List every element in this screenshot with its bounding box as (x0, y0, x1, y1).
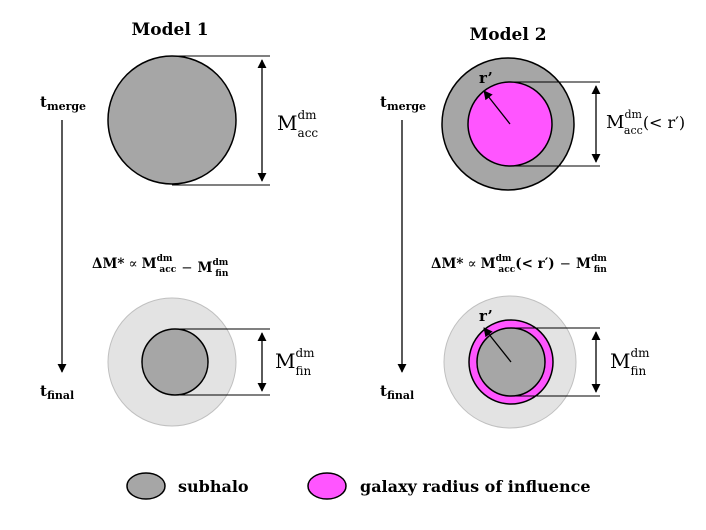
model2-title: Model 2 (469, 25, 546, 45)
legend-subhalo-label: subhalo (178, 477, 249, 496)
model2-radius-arrow-top (483, 90, 511, 125)
model2-radius-label-bottom: r’ (479, 307, 493, 325)
legend: subhalo galaxy radius of influence (126, 472, 591, 500)
model1-final-subhalo (141, 328, 209, 396)
model2-radius-label-top: r’ (479, 69, 493, 87)
model2-t-final-label: tfinal (380, 382, 414, 402)
model2-radius-arrow-bottom (483, 327, 512, 363)
legend-influence-swatch (307, 472, 347, 500)
legend-subhalo-swatch (126, 472, 166, 500)
legend-influence-label: galaxy radius of influence (360, 477, 591, 496)
model2-t-merge-label: tmerge (380, 93, 426, 113)
model1-t-merge-label: tmerge (40, 93, 86, 113)
model1-t-final-label: tfinal (40, 382, 74, 402)
model1-title: Model 1 (131, 20, 208, 40)
model1-accreted-subhalo (107, 55, 237, 185)
